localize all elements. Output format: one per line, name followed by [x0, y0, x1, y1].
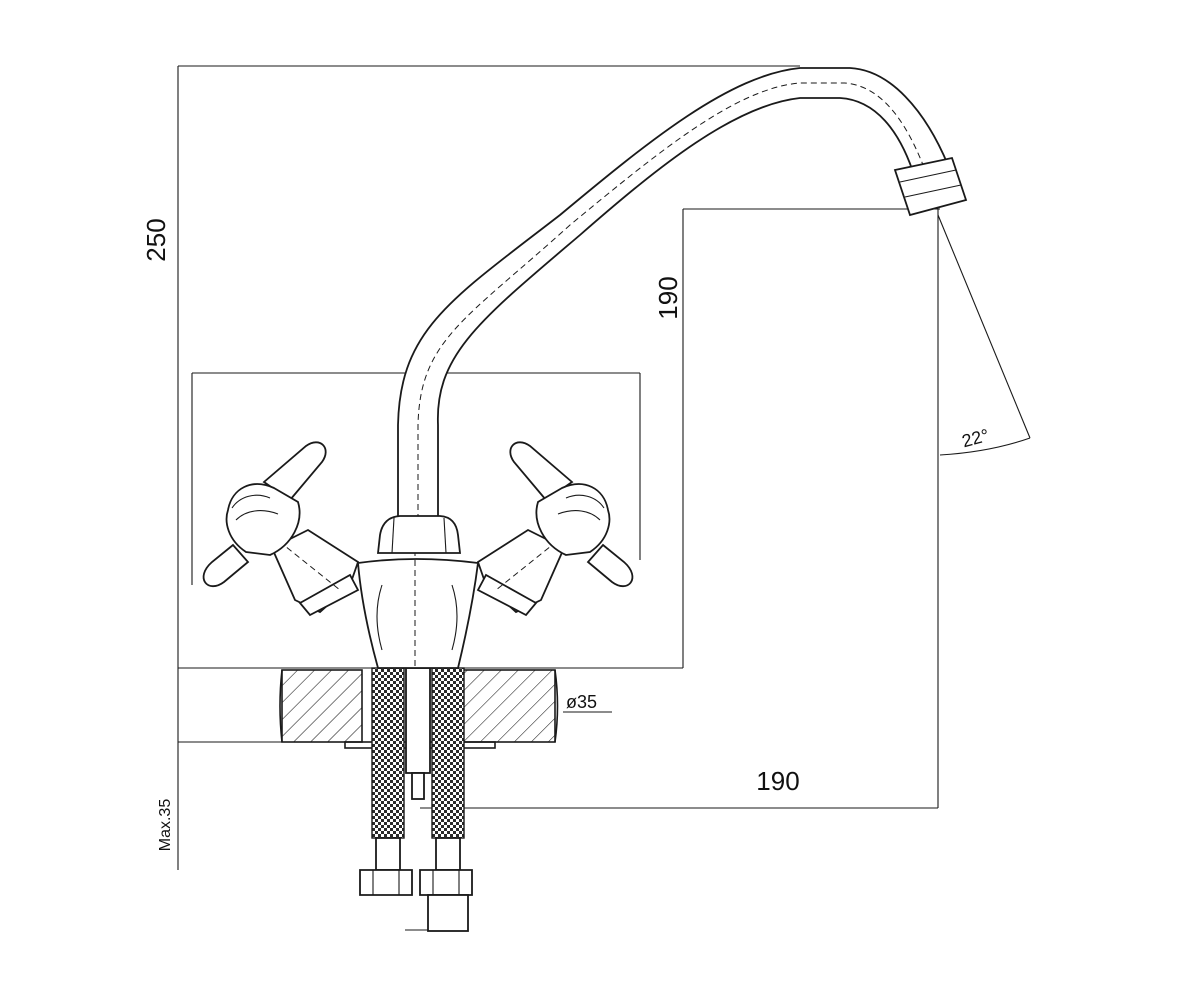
swivel-spout [376, 67, 968, 554]
spout-height-label: 190 [653, 276, 683, 319]
countertop-section [279, 669, 559, 749]
swivel-angle-label: 22° [960, 425, 991, 451]
left-cross-handle [202, 441, 360, 617]
right-cross-handle [476, 441, 634, 617]
total-height-label: 250 [141, 218, 171, 261]
faucet-body [357, 530, 480, 669]
spout-reach-label: 190 [756, 766, 799, 796]
hole-diameter-label: ø35 [566, 692, 597, 712]
supply-hoses [359, 667, 473, 932]
max-thickness-label: Max.35 [157, 799, 174, 852]
